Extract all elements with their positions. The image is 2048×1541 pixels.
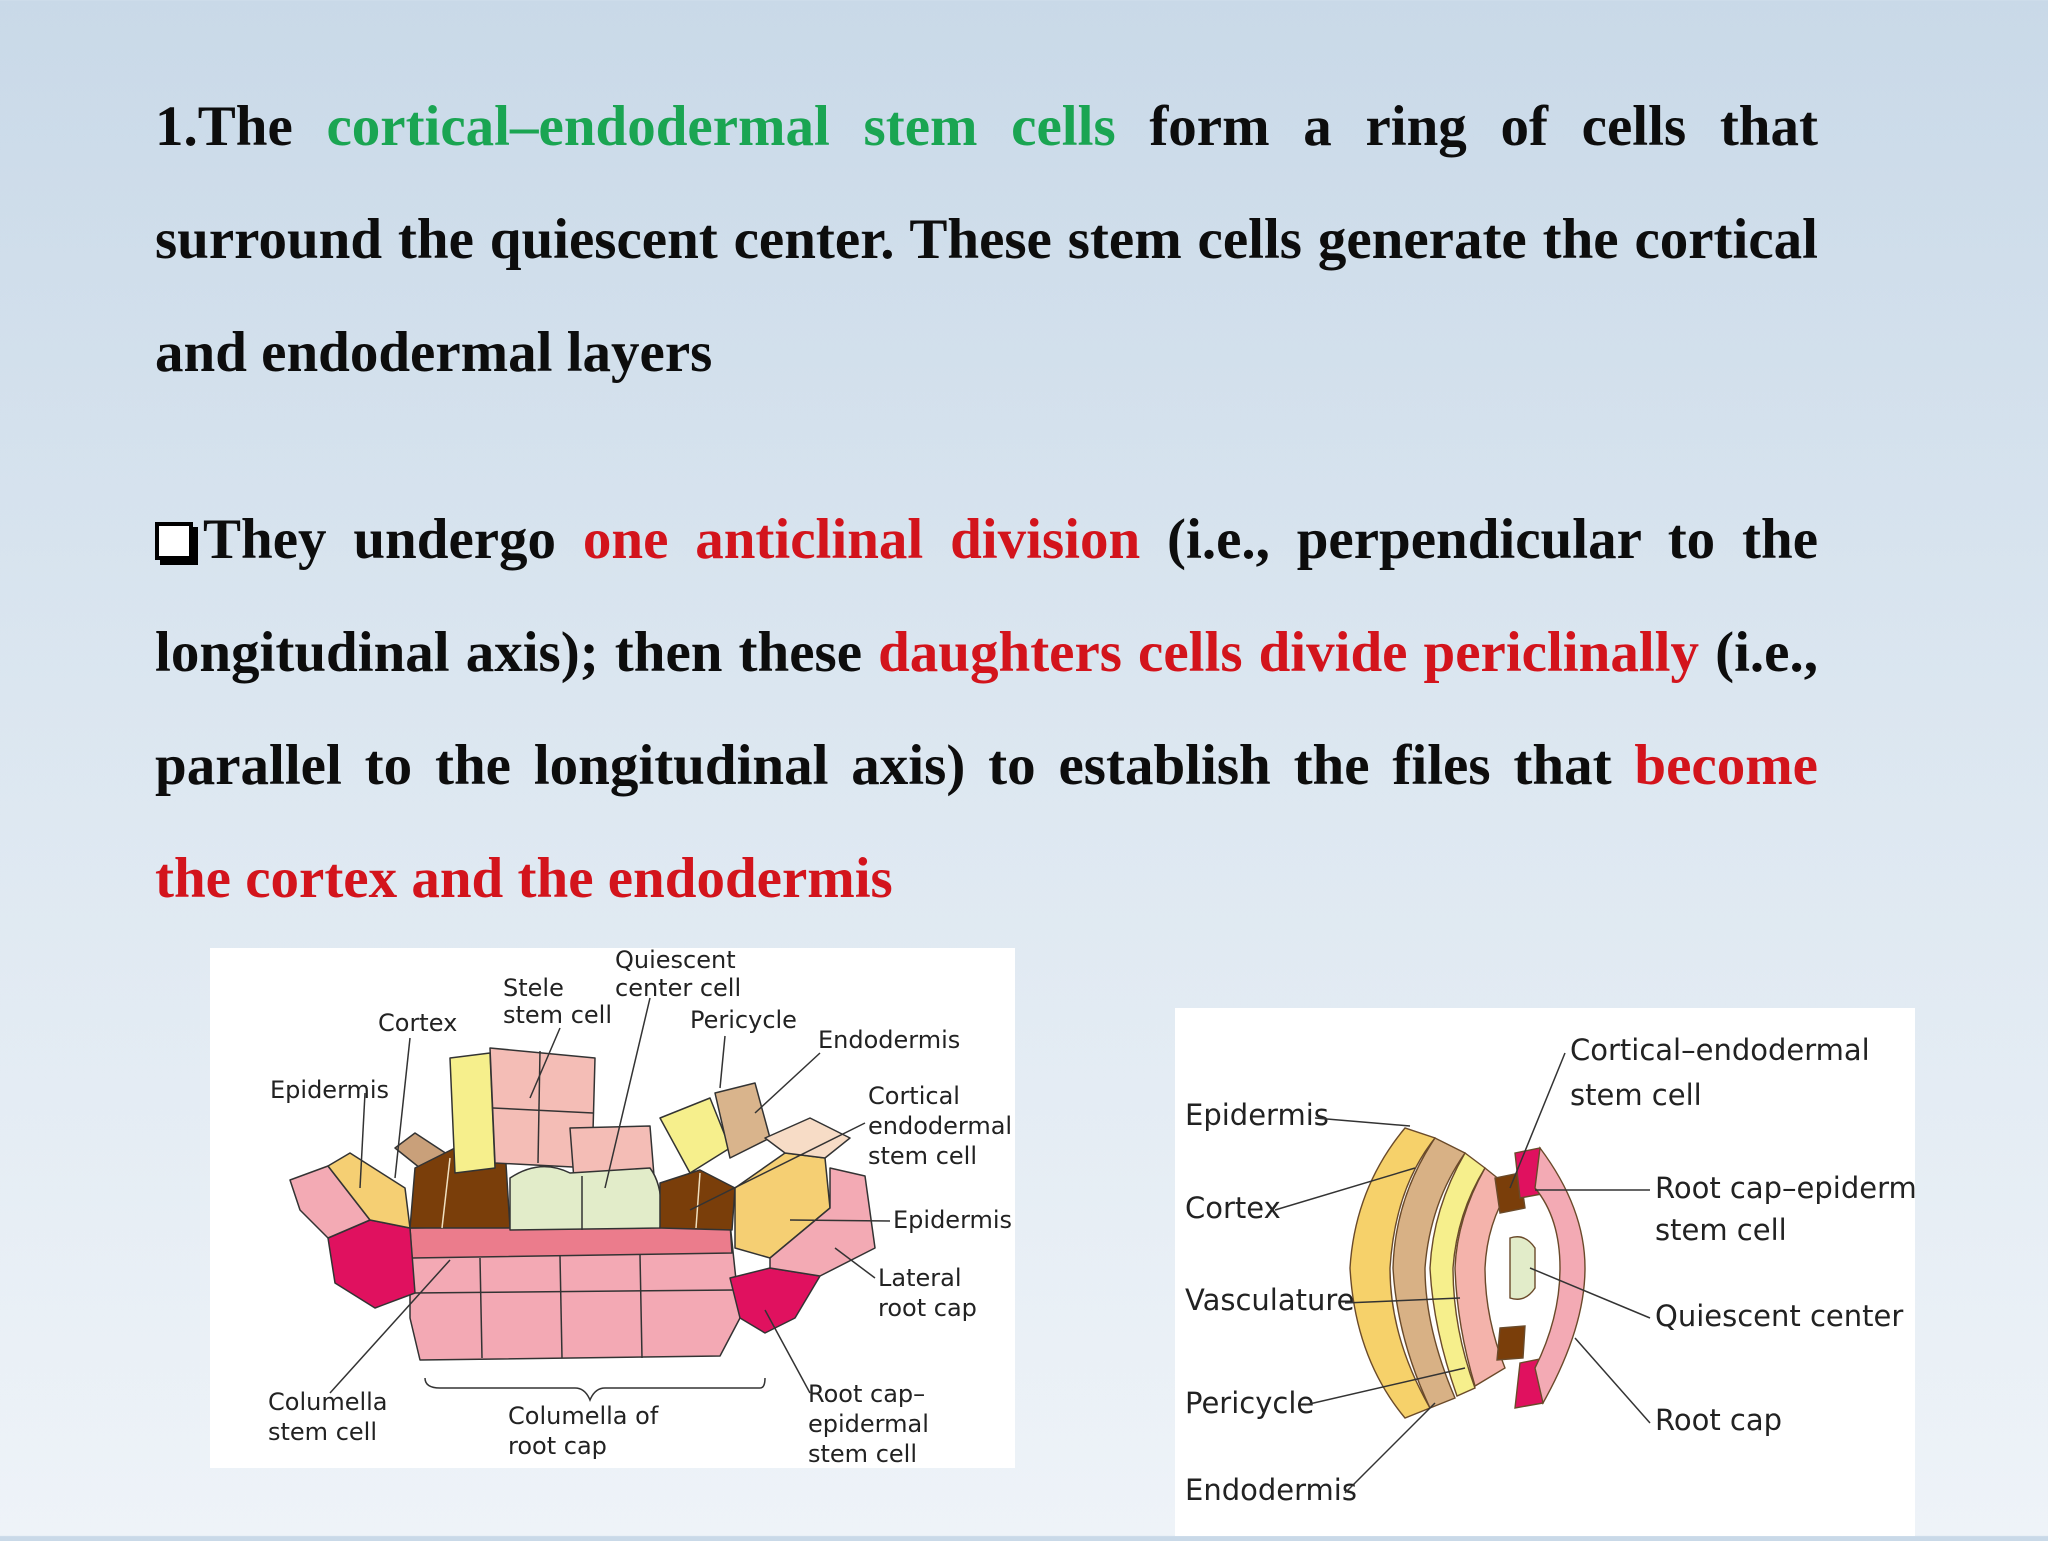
label-epidermis: Epidermis <box>1185 1098 1329 1132</box>
quiescent-center <box>509 1165 662 1231</box>
point-two-text-1: They undergo <box>203 508 583 571</box>
point-two-text-3: (i.e., parallel to the longitudinal axis… <box>155 621 1818 797</box>
vasculature <box>1454 1166 1511 1388</box>
label-columella-stem-2: stem cell <box>268 1418 377 1446</box>
epidermis-left <box>327 1152 411 1229</box>
label-endodermis: Endodermis <box>1185 1473 1357 1507</box>
rootcap-epidermal-stem-cell-right <box>729 1267 821 1334</box>
label-pericycle: Pericycle <box>1185 1386 1314 1420</box>
label-rootcap-ep-1: Root cap–epidermal <box>1655 1171 1915 1205</box>
label-cortical-1: Cortical <box>868 1082 960 1110</box>
label-cortex: Cortex <box>378 1009 457 1037</box>
root-tip-diagram-left: Quiescent center cell Stele stem cell Co… <box>210 946 1015 1468</box>
point-two-paragraph: They undergo one anticlinal division (i.… <box>155 483 1818 935</box>
label-cortical-2: endodermal <box>868 1112 1012 1140</box>
point-two-highlight-1: one anticlinal division <box>582 508 1141 571</box>
label-lateral-1: Lateral <box>878 1264 962 1292</box>
label-rootcap: Root cap <box>1655 1403 1782 1437</box>
label-quiescent-2: center cell <box>615 974 741 1002</box>
label-columella-cap-2: root cap <box>508 1432 607 1460</box>
label-epidermis-left: Epidermis <box>270 1076 389 1104</box>
hollow-square-bullet-icon <box>155 522 193 560</box>
label-vasculature: Vasculature <box>1185 1283 1355 1317</box>
pericycle-band <box>1429 1151 1486 1397</box>
cortex-right <box>764 1117 851 1159</box>
point-two-highlight-2: daughters cells divide periclinally <box>878 621 1700 684</box>
label-endodermis: Endodermis <box>818 1026 960 1054</box>
label-quiescent: Quiescent center <box>1655 1299 1903 1333</box>
point-one-paragraph: 1.The cortical–endodermal stem cells for… <box>155 70 1818 409</box>
point-one-text: form a ring of cells that surround the q… <box>155 95 1818 384</box>
point-two-highlight-3: become the cortex and the endodermis <box>155 734 1818 910</box>
label-cortical-3: stem cell <box>868 1142 977 1170</box>
root-tip-diagram-left-svg: Quiescent center cell Stele stem cell Co… <box>268 946 1012 1468</box>
label-rootcap-ep-1: Root cap– <box>808 1380 925 1408</box>
root-cross-section-diagram-svg: Cortical–endodermal stem cell Epidermis … <box>1185 1033 1943 1507</box>
point-two-text-2: (i.e., perpendicular to the longitudinal… <box>155 508 1818 684</box>
root-cross-section-diagram: Cortical–endodermal stem cell Epidermis … <box>1175 1008 1943 1536</box>
label-rootcap-ep-3: stem cell <box>808 1440 917 1468</box>
cortex-arc <box>1392 1137 1467 1409</box>
label-epidermis-right: Epidermis <box>893 1206 1012 1234</box>
label-pericycle: Pericycle <box>690 1006 797 1034</box>
label-rootcap-ep-2: epidermal <box>808 1410 929 1438</box>
leader-lines-left <box>329 997 891 1402</box>
label-columella-cap-1: Columella of <box>508 1402 659 1430</box>
label-stele-1: Stele <box>503 974 564 1002</box>
label-columella-stem-1: Columella <box>268 1388 388 1416</box>
label-cortical-2: stem cell <box>1570 1078 1702 1112</box>
label-stele-2: stem cell <box>503 1001 612 1029</box>
lateral-root-cap-left <box>289 1165 371 1239</box>
label-rootcap-ep-2: stem cell <box>1655 1213 1787 1247</box>
pericycle-left <box>449 1052 496 1174</box>
cortical-endodermal-stem-cell-bottom <box>1496 1325 1526 1361</box>
leader-lines-right <box>1274 1052 1651 1494</box>
point-one-prefix: 1.The <box>155 95 327 158</box>
root-cap <box>1534 1146 1586 1405</box>
lateral-root-cap-right <box>769 1167 876 1277</box>
label-lateral-2: root cap <box>878 1294 977 1322</box>
label-cortex: Cortex <box>1185 1191 1281 1225</box>
point-one-highlight: cortical–endodermal stem cells <box>326 95 1116 158</box>
quiescent-center-cells <box>1509 1236 1536 1300</box>
label-quiescent-1: Quiescent <box>615 948 736 974</box>
cortical-endodermal-stem-cell-top <box>1494 1172 1526 1214</box>
epidermis-arc <box>1349 1127 1437 1419</box>
label-cortical-1: Cortical–endodermal <box>1570 1033 1870 1067</box>
